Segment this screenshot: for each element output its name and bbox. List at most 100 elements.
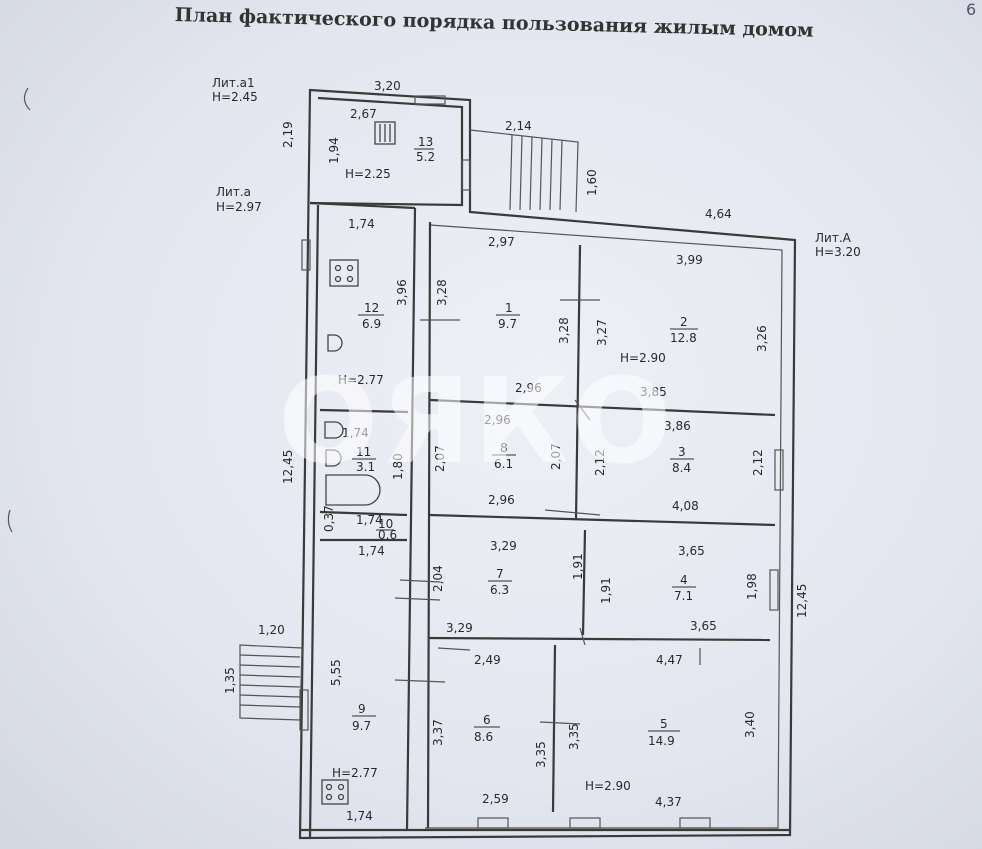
svg-text:1,74: 1,74 — [358, 544, 385, 558]
height-label: Н=2.90 — [620, 351, 666, 365]
lit-A-height: Н=3.20 — [815, 245, 861, 259]
svg-text:2,59: 2,59 — [482, 792, 509, 806]
svg-text:5,55: 5,55 — [329, 659, 343, 686]
outer-walls — [298, 88, 797, 840]
height-label: Н=2.25 — [345, 167, 391, 181]
svg-text:3,29: 3,29 — [490, 539, 517, 553]
toilet-icon — [324, 421, 344, 439]
svg-text:2,19: 2,19 — [281, 121, 295, 148]
svg-text:8.6: 8.6 — [474, 730, 493, 744]
svg-text:13: 13 — [418, 135, 433, 149]
svg-text:8.4: 8.4 — [672, 461, 691, 475]
svg-text:1,94: 1,94 — [327, 137, 341, 164]
room-label-7: 7 6.3 — [488, 567, 512, 597]
svg-text:3,35: 3,35 — [567, 723, 581, 750]
svg-text:3,28: 3,28 — [557, 317, 571, 344]
svg-text:2,07: 2,07 — [549, 443, 563, 470]
svg-text:4,64: 4,64 — [705, 207, 732, 221]
svg-text:3,20: 3,20 — [374, 79, 401, 93]
svg-text:2,07: 2,07 — [433, 445, 447, 472]
svg-text:3,65: 3,65 — [678, 544, 705, 558]
svg-text:3,86: 3,86 — [664, 419, 691, 433]
svg-text:4: 4 — [680, 573, 688, 587]
svg-text:1,98: 1,98 — [745, 573, 759, 600]
svg-text:2,97: 2,97 — [488, 235, 515, 249]
svg-text:12: 12 — [364, 301, 379, 315]
sink-icon — [327, 334, 343, 352]
dimension-ticks — [394, 299, 701, 725]
room-label-13: 13 5.2 — [414, 135, 435, 164]
room-label-12: 12 6.9 — [358, 301, 384, 331]
dimensions-vertical: 2,19 1,94 1,60 3,96 3,28 3,28 3,27 3,26 … — [223, 121, 809, 768]
svg-text:12.8: 12.8 — [670, 331, 697, 345]
svg-text:2,96: 2,96 — [484, 413, 511, 427]
svg-text:2,49: 2,49 — [474, 653, 501, 667]
svg-text:3,35: 3,35 — [534, 741, 548, 768]
svg-text:2,14: 2,14 — [505, 119, 532, 133]
lit-a-name: Лит.а — [216, 185, 251, 199]
svg-text:1,74: 1,74 — [348, 217, 375, 231]
height-label: Н=2.77 — [332, 766, 378, 780]
svg-text:1,60: 1,60 — [585, 169, 599, 196]
porch-top — [469, 129, 579, 213]
svg-text:10: 10 — [378, 517, 393, 531]
svg-text:4,37: 4,37 — [655, 795, 682, 809]
lit-a1-name: Лит.а1 — [212, 76, 255, 90]
svg-text:6.3: 6.3 — [490, 583, 509, 597]
svg-text:0.6: 0.6 — [378, 528, 397, 542]
svg-text:14.9: 14.9 — [648, 734, 675, 748]
room-label-4: 4 7.1 — [672, 573, 696, 603]
svg-text:8: 8 — [500, 441, 508, 455]
svg-text:2,12: 2,12 — [593, 449, 607, 476]
svg-text:1,80: 1,80 — [391, 453, 405, 480]
lit-a1-height: Н=2.45 — [212, 90, 258, 104]
binder-hole-mark — [23, 87, 31, 111]
svg-text:1,35: 1,35 — [223, 667, 237, 694]
svg-text:7: 7 — [496, 567, 504, 581]
room-label-6: 6 8.6 — [474, 713, 500, 744]
room-label-2: 2 12.8 — [670, 315, 698, 345]
svg-text:9.7: 9.7 — [352, 719, 371, 733]
svg-text:3,28: 3,28 — [435, 279, 449, 306]
svg-text:3.1: 3.1 — [356, 460, 375, 474]
porch-left — [239, 644, 303, 721]
room-label-5: 5 14.9 — [648, 717, 680, 748]
binder-hole-mark — [7, 509, 13, 533]
stove-icon — [321, 779, 349, 805]
svg-text:3,96: 3,96 — [395, 279, 409, 306]
room-label-10: 10 0.6 — [376, 517, 397, 542]
height-label: Н=2.77 — [338, 373, 384, 387]
page-number: 6 — [966, 0, 977, 19]
svg-text:3,37: 3,37 — [431, 719, 445, 746]
svg-text:6.1: 6.1 — [494, 457, 513, 471]
dimensions-horizontal: 3,20 2,67 2,14 4,64 1,74 2,97 3,99 2,96 … — [258, 79, 732, 823]
svg-text:9: 9 — [358, 702, 366, 716]
svg-text:3,85: 3,85 — [640, 385, 667, 399]
svg-text:6: 6 — [483, 713, 491, 727]
washbasin-icon — [325, 449, 342, 467]
svg-text:3,29: 3,29 — [446, 621, 473, 635]
room-label-11: 11 3.1 — [352, 445, 376, 474]
svg-text:1,20: 1,20 — [258, 623, 285, 637]
svg-text:3,65: 3,65 — [690, 619, 717, 633]
windows — [299, 95, 784, 829]
svg-text:1,74: 1,74 — [356, 513, 383, 527]
room-label-1: 1 9.7 — [496, 301, 520, 331]
svg-text:9.7: 9.7 — [498, 317, 517, 331]
lit-A-name: Лит.А — [815, 231, 852, 245]
svg-text:2,96: 2,96 — [515, 381, 542, 395]
stove-icon — [329, 259, 359, 287]
svg-text:6.9: 6.9 — [362, 317, 381, 331]
svg-text:2: 2 — [680, 315, 688, 329]
svg-text:11: 11 — [356, 445, 371, 459]
svg-text:2,04: 2,04 — [431, 565, 445, 592]
svg-text:7.1: 7.1 — [674, 589, 693, 603]
svg-text:3: 3 — [678, 445, 686, 459]
height-label: Н=2.90 — [585, 779, 631, 793]
svg-text:12,45: 12,45 — [281, 450, 295, 484]
svg-text:1: 1 — [505, 301, 513, 315]
svg-text:2,67: 2,67 — [350, 107, 377, 121]
svg-text:2,12: 2,12 — [751, 449, 765, 476]
